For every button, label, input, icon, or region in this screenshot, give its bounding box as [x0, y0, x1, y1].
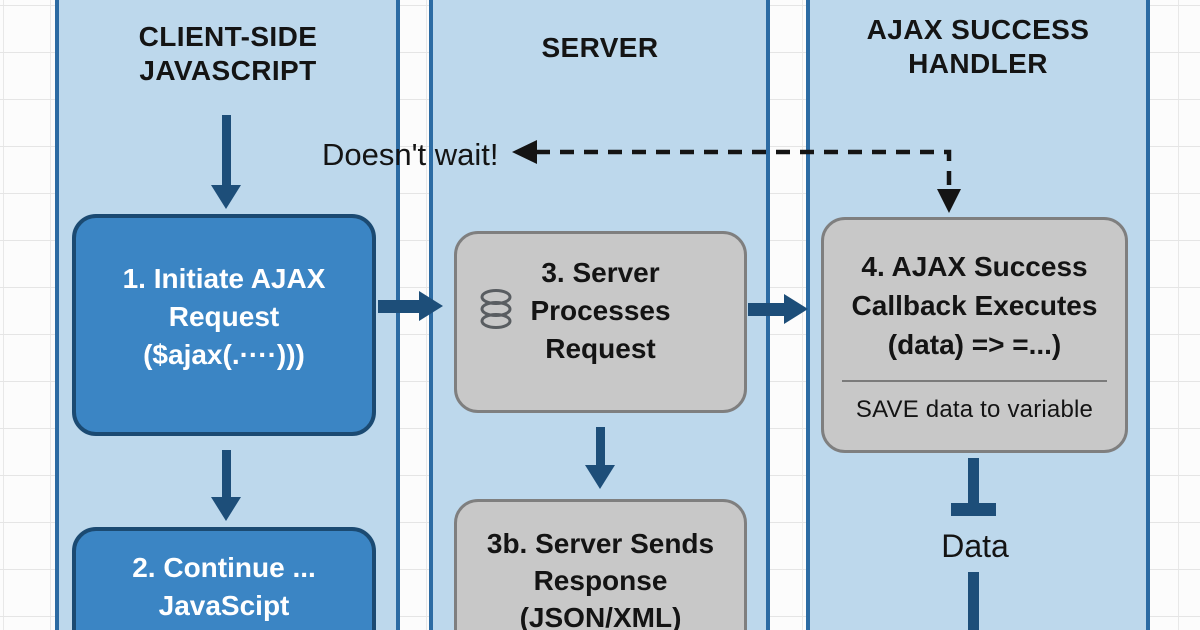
node-ajax-success-callback: 4. AJAX Success Callback Executes (data)… [821, 217, 1128, 453]
arrow-down-client-1-icon [211, 115, 241, 209]
handler-lane-title: AJAX SUCCESS HANDLER [866, 14, 1090, 79]
arrow-down-client-2-icon [211, 450, 241, 521]
arrow-down-server-icon [585, 427, 615, 489]
node-server-sends-response: 3b. Server Sends Response (JSON/XML) [454, 499, 747, 630]
callback-output-terminator-icon [951, 503, 996, 516]
doesnt-wait-label: Doesn't wait! [322, 137, 499, 172]
client-lane-title: CLIENT-SIDE JAVASCRIPT [138, 21, 318, 86]
node-continue-javascript: 2. Continue ... JavaScipt Execution [72, 527, 376, 630]
arrow-right-server-to-handler-icon [748, 294, 808, 324]
callback-divider [842, 380, 1107, 382]
data-output-line-icon [968, 572, 979, 630]
arrow-right-client-to-server-icon [378, 291, 443, 321]
callback-output-stem-icon [968, 458, 979, 504]
database-icon [480, 289, 512, 329]
save-data-note: SAVE data to variable [855, 396, 1094, 423]
node-server-processes-request: 3. Server Processes Request [454, 231, 747, 413]
data-label: Data [941, 528, 1009, 564]
node-initiate-ajax-request: 1. Initiate AJAX Request ($ajax(.····))) [72, 214, 376, 436]
server-lane-title: SERVER [541, 32, 659, 63]
